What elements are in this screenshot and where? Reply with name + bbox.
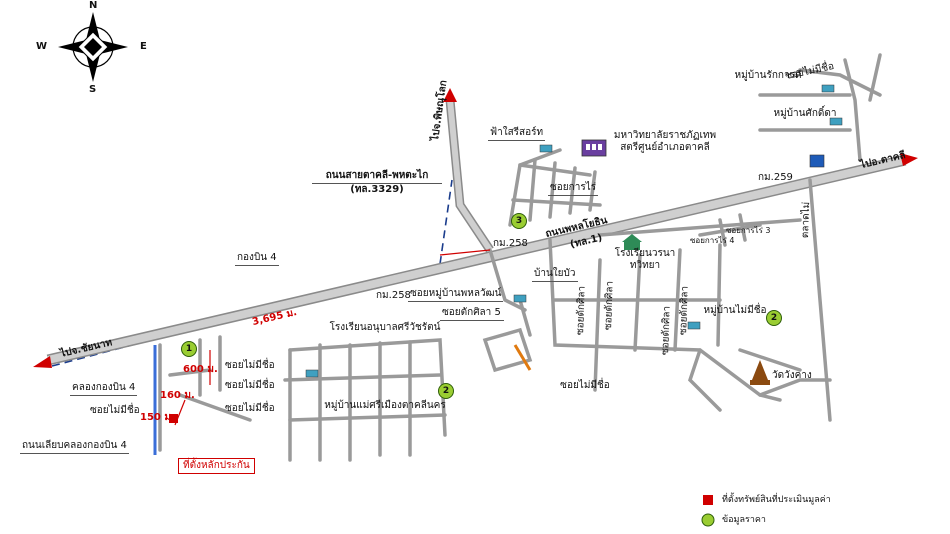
- label-fai-dee: ฟ้าใสรีสอร์ท: [488, 127, 546, 141]
- label-soi-kanrai-3: ซอยการไร่ 3: [726, 226, 771, 235]
- university-icon: [581, 139, 607, 157]
- temple-icon: [750, 360, 770, 385]
- house-icons: [305, 84, 843, 378]
- label-soi-no-name-3: ซอยไม่มีชื่อ: [225, 403, 275, 414]
- data-point-badge-3: 3: [511, 213, 527, 229]
- label-soi-taksila-c: ซอยตักศิลา: [660, 305, 673, 356]
- legend-green-label: ข้อมูลราคา: [722, 515, 766, 525]
- air-wing-boundary: [51, 179, 453, 367]
- arrow-to-phitsanulok: [443, 88, 457, 102]
- compass-rose: [58, 12, 128, 82]
- compass-n: N: [89, 0, 98, 11]
- data-point-badge-2b: 2: [766, 310, 782, 326]
- label-village-rak: หมู่บ้านรักการดี: [734, 70, 802, 81]
- arrow-to-chainat: [33, 356, 52, 368]
- label-soi-no-name-1: ซอยไม่มีชื่อ: [225, 360, 275, 371]
- label-km-258-mid: กม.258: [376, 290, 411, 301]
- label-soi-kanrai-4: ซอยการไร่ 4: [690, 236, 735, 245]
- legend-red-square: [703, 495, 713, 505]
- compass-s: S: [89, 84, 97, 95]
- label-soi-taksila-a: ซอยตักศิลา: [575, 285, 588, 336]
- label-soi-taksila-d: ซอยตักศิลา: [678, 285, 691, 336]
- legend-red-label: ที่ตั้งทรัพย์สินที่ประเมินมูลค่า: [722, 495, 831, 505]
- hotel-icon: [809, 154, 825, 168]
- label-wat: วัดวังคาง: [772, 370, 812, 381]
- compass-w: W: [36, 41, 48, 52]
- label-dist-160: 160 ม.: [160, 390, 195, 401]
- school-icon: [622, 234, 642, 250]
- label-dist-150: 150 ม.: [140, 412, 175, 423]
- label-soi-kanrai: ซอยการไร่: [548, 182, 599, 196]
- label-school-ab: โรงเรียนอนุบาลศรีวัชรัตน์: [329, 322, 441, 333]
- label-canal-road: ถนนเลียบคลองกองบิน 4: [20, 440, 129, 454]
- label-canal: คลองกองบิน 4: [70, 382, 138, 396]
- road-3329: [445, 99, 494, 253]
- label-ban-bua: บ้านใยบัว: [532, 268, 578, 282]
- data-point-badge-2a: 2: [438, 383, 454, 399]
- label-village-sakdi: หมู่บ้านศักดิ์ดา: [773, 108, 837, 119]
- label-talad: ตลาดไม่: [800, 201, 813, 239]
- collateral-marker: [169, 414, 178, 423]
- label-soi-no-name-2: ซอยไม่มีชื่อ: [225, 380, 275, 391]
- label-soi-no-name-5: ซอยไม่มีชื่อ: [560, 380, 610, 391]
- road-3329-name: ถนนสายตาคลี-พหตะไก: [312, 170, 442, 184]
- arrow-to-tak: [900, 153, 918, 166]
- road-3329-code: (ทล.3329): [350, 184, 404, 195]
- label-soi-taksila-b: ซอยตักศิลา: [603, 280, 616, 331]
- label-km-259: กม.259: [758, 172, 793, 183]
- secondary-roads: [158, 53, 882, 462]
- label-air-wing: กองบิน 4: [235, 252, 279, 266]
- label-soi-rong-kan: ซอยหมู่บ้านพหลวัฒน์: [408, 288, 504, 302]
- label-soi-5: ซอยตักศิลา 5: [440, 307, 504, 321]
- label-road-3329: ถนนสายตาคลี-พหตะไก (ทล.3329): [312, 170, 442, 196]
- label-university: มหาวิทยาลัยราชภัฏเทพสตรีศูนย์อำเภอตาคลี: [613, 130, 717, 153]
- label-school-wara: โรงเรียนวรนาทวิทยา: [614, 248, 676, 271]
- data-point-badge-1: 1: [181, 341, 197, 357]
- orange-road: [513, 344, 532, 371]
- label-km-258-top: กม.258: [493, 238, 528, 249]
- label-collateral: ที่ตั้งหลักประกัน: [178, 458, 255, 474]
- legend-green-circle: [701, 513, 715, 527]
- label-village-sri: หมู่บ้านแม่ศรีเมืองตาคลีนคร: [324, 400, 446, 411]
- label-dist-600: 600 ม.: [183, 364, 218, 375]
- compass-e: E: [140, 41, 147, 52]
- label-soi-no-name-4: ซอยไม่มีชื่อ: [90, 405, 140, 416]
- label-village-no-name: หมู่บ้านไม่มีชื่อ: [703, 305, 767, 316]
- main-highway: [46, 154, 907, 366]
